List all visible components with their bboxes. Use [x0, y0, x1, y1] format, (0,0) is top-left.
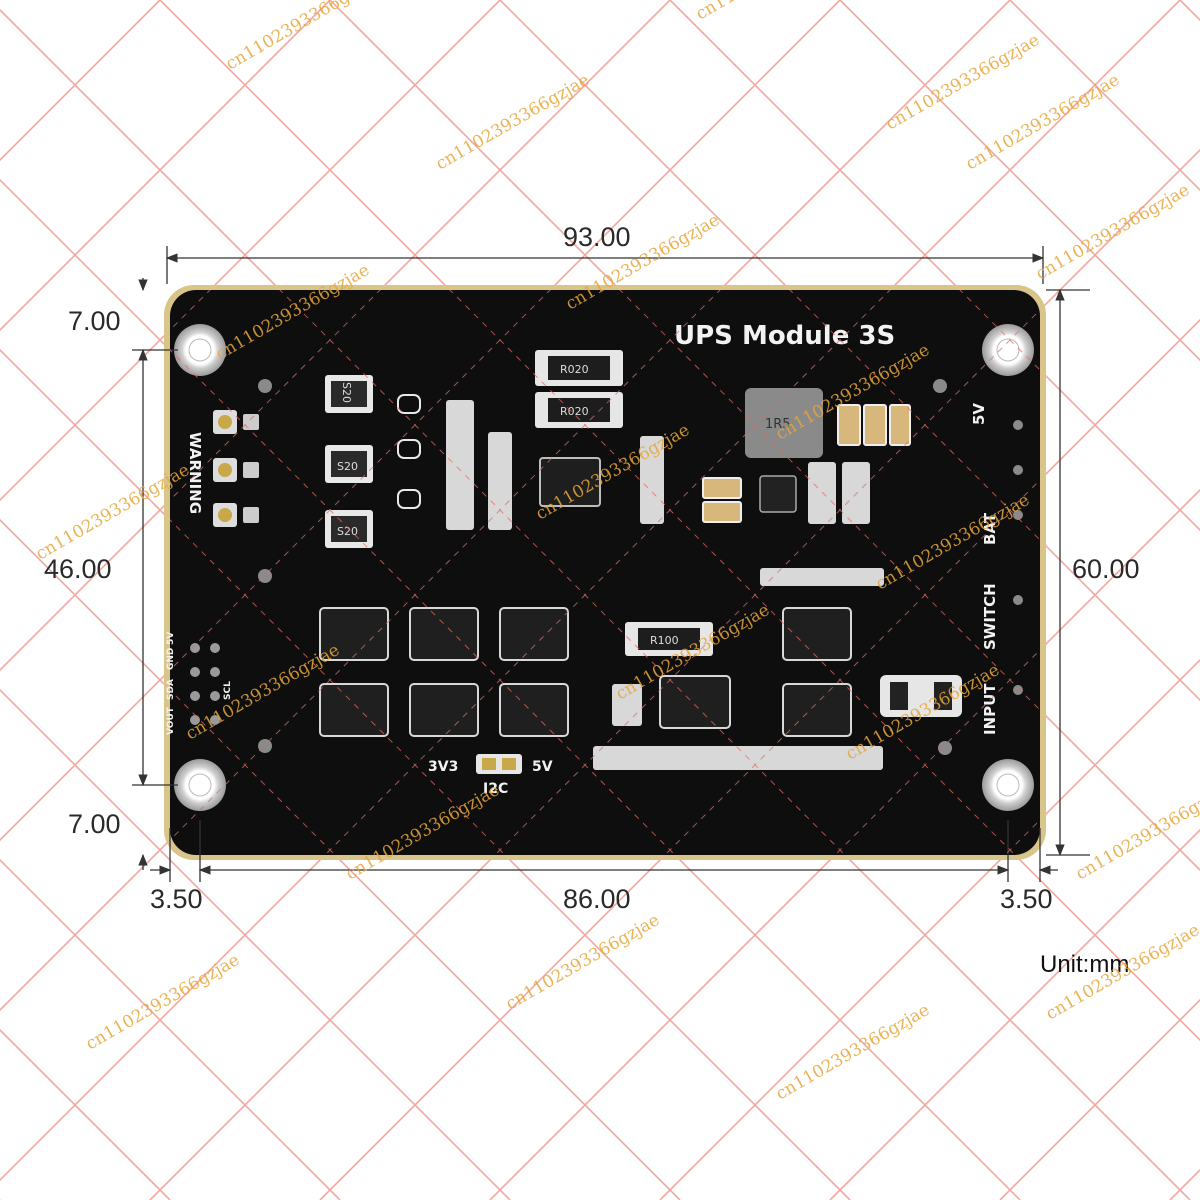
power-transistor	[759, 475, 797, 513]
shunt-resistor-1: R020	[535, 350, 623, 386]
label-bat: BAT	[981, 512, 999, 545]
board-vias	[258, 379, 1023, 755]
grid-line	[669, 0, 1200, 532]
grid-line	[829, 828, 1200, 1200]
grid-line	[0, 858, 341, 1200]
main-ic	[539, 457, 601, 507]
diode-mark-2: S20	[337, 460, 358, 473]
resistor-array-2	[808, 462, 870, 524]
dim-overall-width: 93.00	[563, 222, 631, 252]
label-5v: 5V	[970, 403, 988, 425]
grid-line	[1170, 0, 1200, 1200]
i2c-voltage-jumper	[476, 754, 522, 774]
watermark-text: cn1102393366gzjae	[883, 30, 1044, 134]
header-pin-sda: SDA	[166, 679, 176, 700]
resistor-array-1	[446, 400, 664, 530]
shunt-mark-2: R020	[560, 405, 589, 418]
grid-line	[0, 0, 331, 332]
diode-mark-1: S20	[340, 382, 353, 403]
resistor-rows	[593, 568, 884, 770]
input-fuse	[880, 675, 962, 717]
label-input: INPUT	[981, 683, 999, 735]
warning-led-group	[213, 410, 259, 527]
label-5v-select: 5V	[532, 759, 553, 775]
header-pin-gnd: GND	[166, 648, 176, 670]
label-i2c: I2C	[483, 781, 508, 797]
dim-overall-height: 60.00	[1072, 554, 1140, 584]
warning-label: WARNING	[186, 432, 204, 514]
diode-mark-3: S20	[337, 525, 358, 538]
grid-line	[0, 688, 511, 1200]
board-title: UPS Module 3S	[674, 321, 895, 351]
header-pin-scl: SCL	[223, 681, 233, 700]
dim-right-margin: 3.50	[1000, 884, 1053, 914]
small-footprints	[397, 394, 421, 509]
label-switch: SWITCH	[981, 583, 999, 650]
header-pin-vout: VOUT	[166, 706, 176, 735]
mounting-hole-bottom-right	[982, 759, 1034, 811]
watermark-text: cn1102393366gzjae	[1073, 780, 1200, 884]
dim-top-margin: 7.00	[68, 306, 121, 336]
grid-line	[0, 0, 671, 672]
grid-line	[659, 658, 1200, 1200]
capacitor-group	[702, 404, 911, 523]
dim-hole-spacing-horizontal: 86.00	[563, 884, 631, 914]
diode-group: S20 S20 S20	[325, 375, 373, 548]
grid-line	[1169, 1168, 1200, 1200]
dimension-lines	[132, 246, 1090, 882]
dim-hole-spacing-vertical: 46.00	[44, 554, 112, 584]
grid-line	[0, 518, 681, 1200]
shunt-mark-1: R020	[560, 363, 589, 376]
mounting-hole-top-right	[982, 324, 1034, 376]
grid-line	[489, 488, 1200, 1200]
pcb-board: UPS Module 3S WARNING S20 S20 S20	[164, 285, 1046, 860]
header-pin-5v: 5V	[166, 632, 176, 645]
label-3v3: 3V3	[428, 759, 458, 775]
dim-bottom-margin: 7.00	[68, 809, 121, 839]
unit-label: Unit:mm	[1040, 951, 1129, 978]
grid-line	[0, 0, 501, 502]
mounting-hole-top-left	[174, 324, 226, 376]
dim-left-margin: 3.50	[150, 884, 203, 914]
watermark-text: cn1102393366gzjae	[433, 70, 594, 174]
inductor-mark: 1R5	[765, 417, 791, 432]
watermark-text: cn1102393366gzjae	[693, 0, 854, 24]
watermark-text: cn1102393366gzjae	[503, 910, 664, 1014]
watermark-text: cn1102393366gzjae	[223, 0, 384, 74]
grid-line	[839, 0, 1200, 362]
header-pins: VOUT SDA SCL GND 5V	[166, 632, 233, 735]
current-sense-mark: R100	[650, 634, 679, 647]
watermark-text: cn1102393366gzjae	[963, 70, 1124, 174]
shunt-resistor-2: R020	[535, 392, 623, 428]
watermark-text: cn1102393366gzjae	[1033, 180, 1194, 284]
soic-chip-group	[319, 607, 852, 737]
current-sense-resistor: R100	[625, 622, 713, 656]
inductor-1r5: 1R5	[745, 388, 823, 458]
grid-line	[499, 0, 1200, 702]
mounting-hole-bottom-left	[174, 759, 226, 811]
